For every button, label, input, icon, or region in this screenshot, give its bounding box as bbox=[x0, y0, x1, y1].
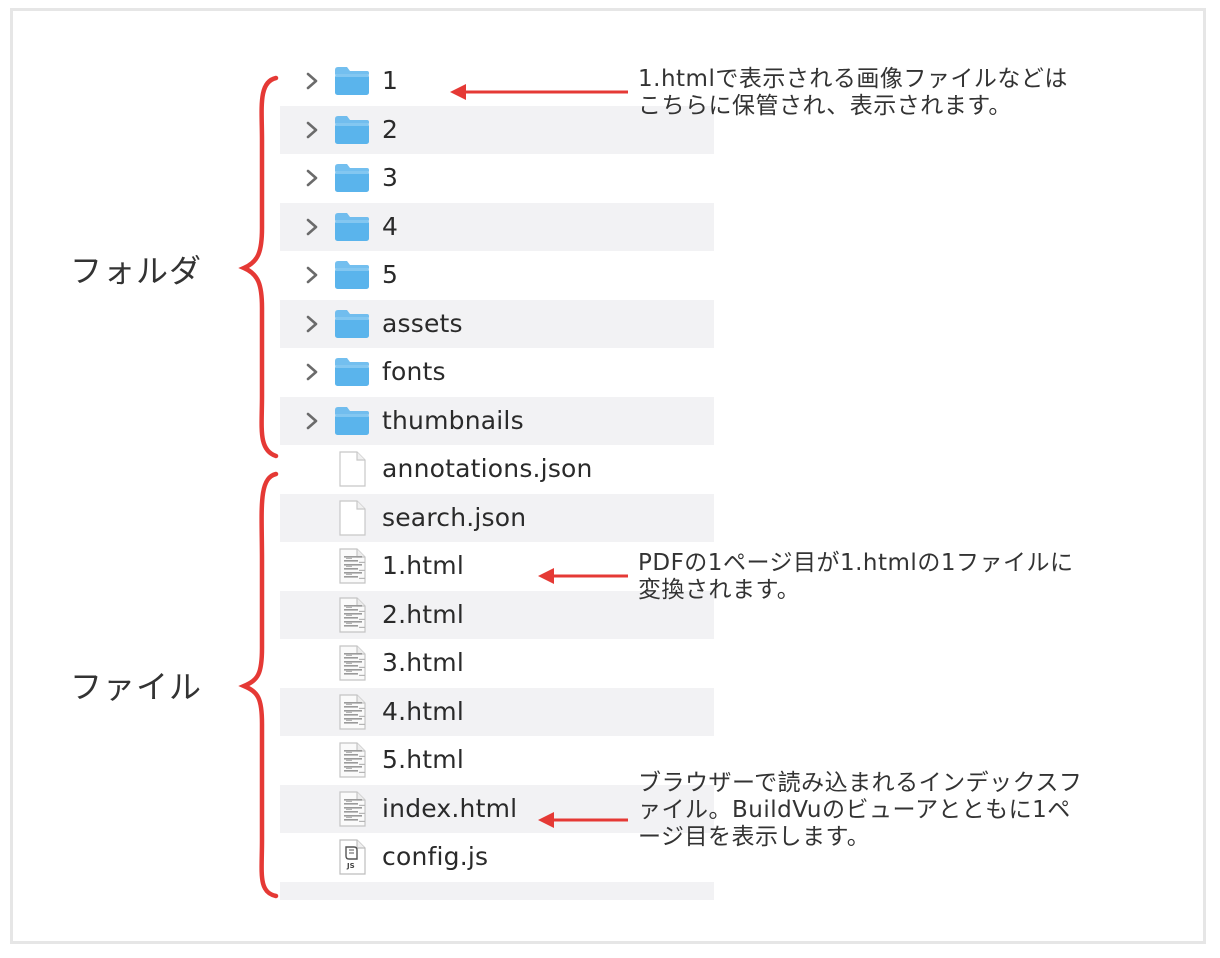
html-document-icon bbox=[332, 597, 372, 633]
index-note-line: ァイル。BuildVuのビューアとともに1ペ bbox=[638, 797, 1071, 823]
folder-note-line: こちらに保管され、表示されます。 bbox=[638, 93, 1012, 119]
disclosure-chevron-icon[interactable] bbox=[304, 120, 320, 140]
folder-icon bbox=[332, 354, 372, 390]
arrow-to-1-html bbox=[538, 568, 628, 584]
folder-row[interactable]: assets bbox=[280, 299, 714, 348]
file-row[interactable]: 4.html bbox=[280, 687, 714, 736]
folder-note-line: 1.htmlで表示される画像ファイルなどは bbox=[638, 66, 1068, 92]
folders-group-label: フォルダ bbox=[70, 252, 203, 290]
index-note-line: ブラウザーで読み込まれるインデックスフ bbox=[638, 770, 1083, 796]
file-row[interactable]: index.html bbox=[280, 784, 714, 833]
folder-icon bbox=[332, 403, 372, 439]
folder-icon bbox=[332, 257, 372, 293]
item-name-label: 2 bbox=[382, 114, 399, 144]
file-row[interactable]: annotations.json bbox=[280, 445, 714, 494]
disclosure-chevron-icon[interactable] bbox=[304, 314, 320, 334]
item-name-label: 1 bbox=[382, 66, 399, 96]
folder-row[interactable]: 5 bbox=[280, 251, 714, 300]
html-document-icon bbox=[332, 645, 372, 681]
html-document-icon bbox=[332, 742, 372, 778]
arrow-to-folder-1 bbox=[450, 84, 628, 100]
blank-document-icon bbox=[332, 500, 372, 536]
folder-row[interactable]: 4 bbox=[280, 202, 714, 251]
folder-icon bbox=[332, 63, 372, 99]
item-name-label: annotations.json bbox=[382, 454, 593, 484]
disclosure-chevron-icon[interactable] bbox=[304, 411, 320, 431]
file-row[interactable]: 5.html bbox=[280, 736, 714, 785]
disclosure-chevron-icon[interactable] bbox=[304, 71, 320, 91]
html-note: PDFの1ページ目が1.htmlの1ファイルに 変換されます。 bbox=[638, 550, 1073, 604]
html-document-icon bbox=[332, 694, 372, 730]
html-note-line: 変換されます。 bbox=[638, 577, 801, 603]
item-name-label: 4.html bbox=[382, 696, 464, 726]
item-name-label: 5 bbox=[382, 260, 399, 290]
folder-note: 1.htmlで表示される画像ファイルなどは こちらに保管され、表示されます。 bbox=[638, 66, 1068, 120]
item-name-label: 2.html bbox=[382, 599, 464, 629]
html-document-icon bbox=[332, 548, 372, 584]
folder-row[interactable]: 2 bbox=[280, 105, 714, 154]
item-name-label: index.html bbox=[382, 793, 518, 823]
file-row[interactable]: JS config.js bbox=[280, 833, 714, 882]
file-row[interactable]: 3.html bbox=[280, 639, 714, 688]
item-name-label: fonts bbox=[382, 357, 446, 387]
folder-icon bbox=[332, 112, 372, 148]
disclosure-chevron-icon[interactable] bbox=[304, 362, 320, 382]
folder-row[interactable]: fonts bbox=[280, 348, 714, 397]
file-row[interactable]: search.json bbox=[280, 493, 714, 542]
item-name-label: 4 bbox=[382, 211, 399, 241]
html-document-icon bbox=[332, 791, 372, 827]
item-name-label: search.json bbox=[382, 502, 527, 532]
folder-icon bbox=[332, 160, 372, 196]
item-name-label: assets bbox=[382, 308, 463, 338]
disclosure-chevron-icon[interactable] bbox=[304, 168, 320, 188]
folder-icon bbox=[332, 306, 372, 342]
folder-row[interactable]: 1 bbox=[280, 57, 714, 106]
folders-brace bbox=[238, 75, 279, 459]
files-brace bbox=[238, 471, 279, 899]
folder-row[interactable]: thumbnails bbox=[280, 396, 714, 445]
item-name-label: config.js bbox=[382, 842, 489, 872]
item-name-label: 3.html bbox=[382, 648, 464, 678]
index-note: ブラウザーで読み込まれるインデックスフ ァイル。BuildVuのビューアとともに… bbox=[638, 770, 1082, 851]
item-name-label: 3 bbox=[382, 163, 399, 193]
item-name-label: 1.html bbox=[382, 551, 464, 581]
folder-row[interactable]: 3 bbox=[280, 154, 714, 203]
files-group-label: ファイル bbox=[70, 668, 203, 706]
item-name-label: 5.html bbox=[382, 745, 464, 775]
folder-icon bbox=[332, 209, 372, 245]
file-list: 1 2 3 4 5 assets fonts thumbnails annotations.js… bbox=[280, 57, 714, 900]
list-empty-row bbox=[280, 881, 714, 900]
disclosure-chevron-icon[interactable] bbox=[304, 265, 320, 285]
js-script-icon: JS bbox=[332, 839, 372, 875]
item-name-label: thumbnails bbox=[382, 405, 524, 435]
index-note-line: ージ目を表示します。 bbox=[638, 824, 871, 850]
blank-document-icon bbox=[332, 451, 372, 487]
js-icon-label: JS bbox=[347, 862, 355, 871]
file-row[interactable]: 1.html bbox=[280, 542, 714, 591]
html-note-line: PDFの1ページ目が1.htmlの1ファイルに bbox=[638, 550, 1074, 576]
file-row[interactable]: 2.html bbox=[280, 590, 714, 639]
disclosure-chevron-icon[interactable] bbox=[304, 217, 320, 237]
arrow-to-index-html bbox=[538, 812, 628, 828]
